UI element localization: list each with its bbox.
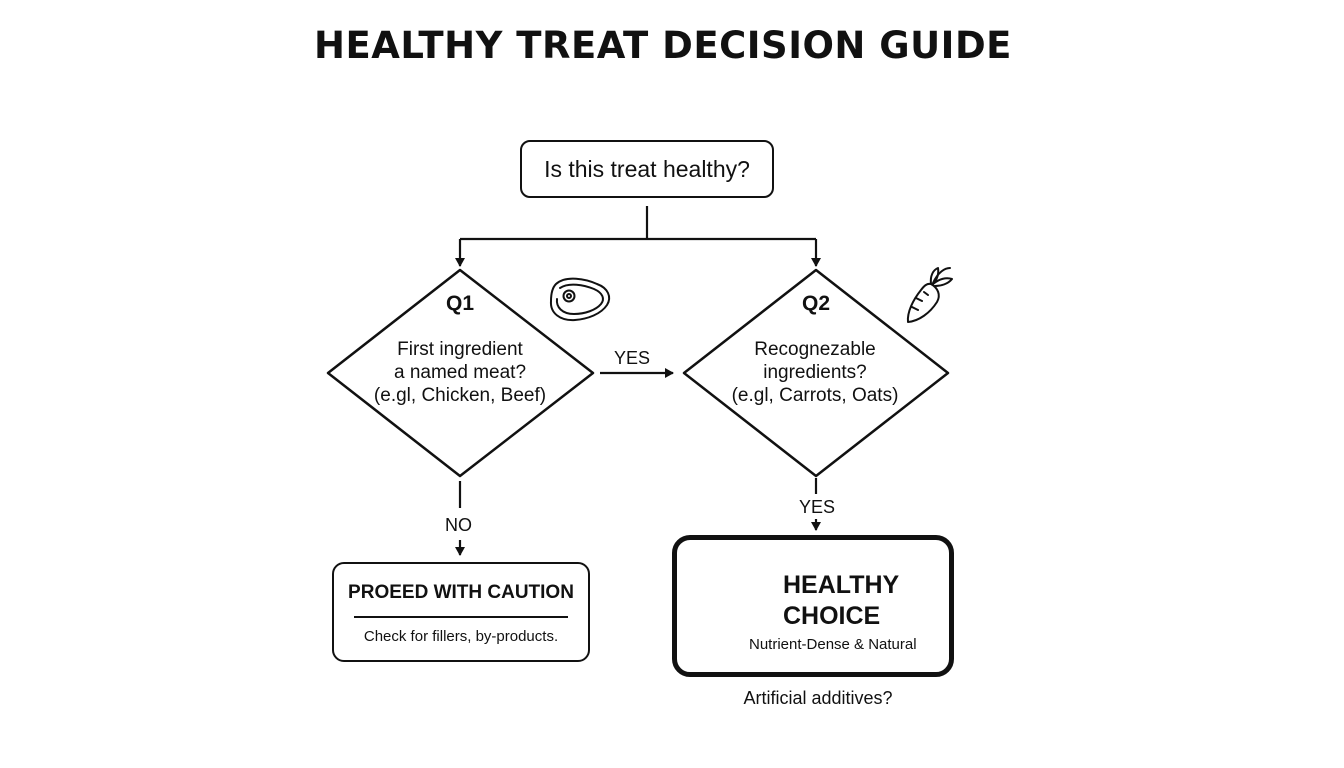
caution-subtitle: Check for fillers, by-products. bbox=[363, 628, 559, 645]
meat-steak-icon bbox=[549, 277, 611, 322]
caution-box: PROEED WITH CAUTION Check for fillers, b… bbox=[332, 562, 590, 662]
q1-line1: First ingredient bbox=[397, 339, 523, 360]
q2-line3: (e.gl, Carrots, Oats) bbox=[731, 385, 899, 406]
healthy-title-line2: CHOICE bbox=[783, 602, 881, 630]
diagram-title: HEALTHY TREAT DECISION GUIDE bbox=[314, 24, 1012, 67]
caution-divider bbox=[354, 616, 568, 618]
q1-line3: (e.gl, Chicken, Beef) bbox=[373, 385, 547, 406]
start-question-box: Is this treat healthy? bbox=[520, 140, 774, 198]
q1-diamond bbox=[326, 268, 595, 478]
carrot-icon bbox=[906, 267, 953, 323]
q1-line2: a named meat? bbox=[393, 362, 527, 383]
edge-label-q2-yes: YES bbox=[799, 497, 836, 517]
start-question-text: Is this treat healthy? bbox=[544, 155, 750, 182]
healthy-choice-box: HEALTHY CHOICE Nutrient-Dense & Natural bbox=[672, 535, 954, 677]
q1-number: Q1 bbox=[445, 292, 474, 315]
q2-line1: Recognezable bbox=[754, 339, 876, 360]
edge-label-q1-yes: YES bbox=[614, 348, 651, 368]
healthy-title: HEALTHY CHOICE bbox=[783, 570, 899, 632]
q2-number: Q2 bbox=[801, 292, 830, 315]
q2-diamond bbox=[682, 268, 950, 478]
healthy-subtitle: Nutrient-Dense & Natural bbox=[749, 636, 917, 653]
q2-line2: ingredients? bbox=[763, 362, 867, 383]
caution-title: PROEED WITH CAUTION bbox=[348, 582, 574, 603]
edge-label-q1-no: NO bbox=[445, 515, 472, 535]
healthy-title-line1: HEALTHY bbox=[783, 571, 900, 599]
footer-question: Artificial additives? bbox=[743, 688, 893, 708]
